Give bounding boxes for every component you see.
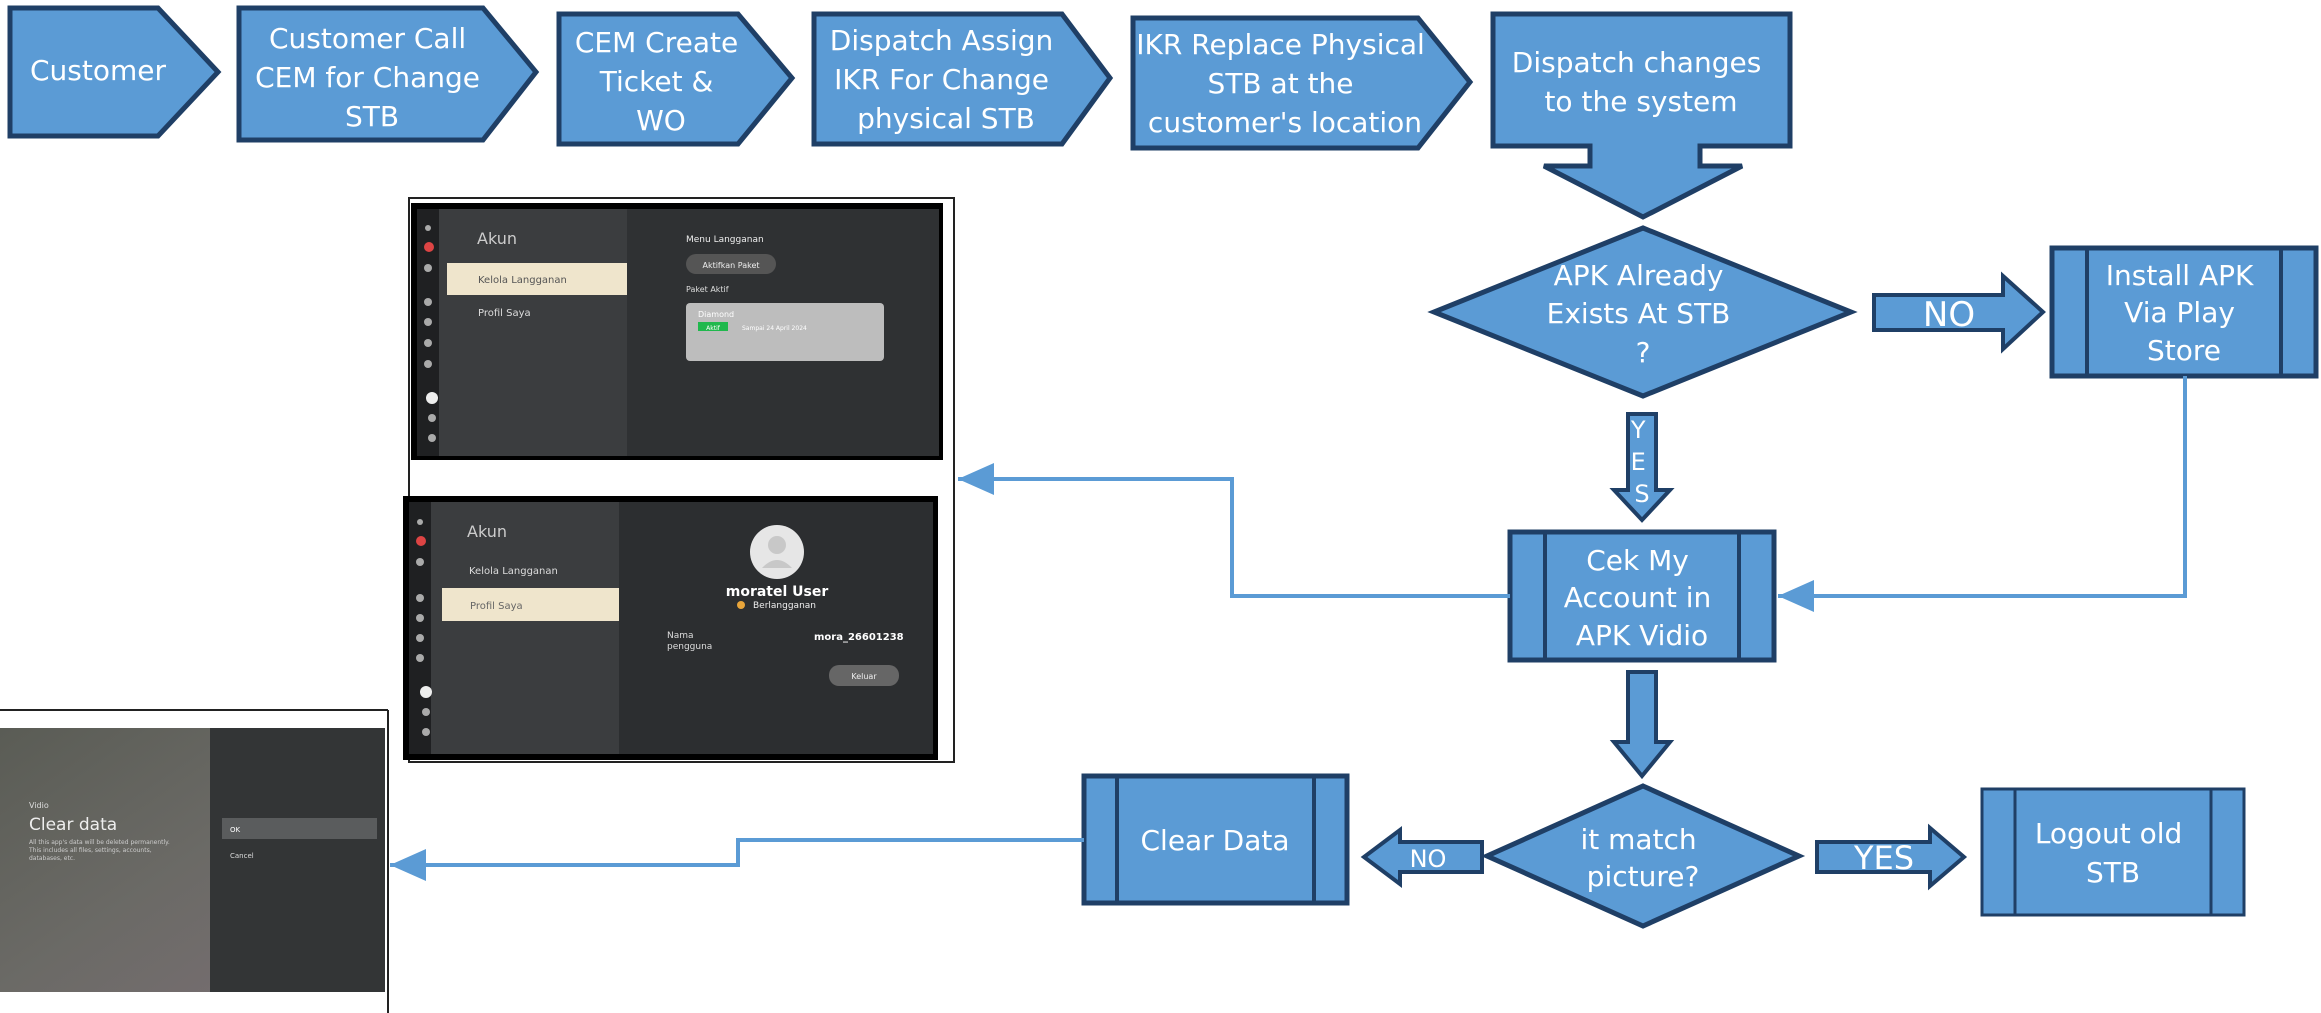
- svg-text:it match picture?: it match picture?: [1580, 823, 1705, 893]
- svg-text:Menu Langganan: Menu Langganan: [686, 235, 764, 245]
- svg-text:Aktifkan Paket: Aktifkan Paket: [702, 261, 759, 270]
- process-step-customer-call: Customer Call CEM for Change STB: [236, 5, 540, 143]
- svg-text:Kelola Langganan: Kelola Langganan: [469, 566, 558, 577]
- decision-match-picture: it match picture?: [1480, 783, 1806, 929]
- svg-text:Cek My Account in: Cek My Account in APK Vidio: [1564, 544, 1720, 652]
- svg-text:Kelola Langganan: Kelola Langganan: [478, 275, 567, 286]
- svg-text:Berlangganan: Berlangganan: [753, 601, 816, 611]
- process-logout-old-stb: Logout old STB: [1980, 787, 2246, 917]
- decision-apk-exists: APK Already Exists At STB ?: [1427, 225, 1858, 399]
- screenshot-clear-data: Vidio Clear data All this app's data wil…: [0, 709, 389, 1013]
- connector-account-to-screens: [958, 463, 1510, 598]
- process-install-apk: Install APK Via Play Store: [2049, 245, 2319, 379]
- svg-text:Aktif: Aktif: [706, 325, 721, 332]
- svg-text:APK Already Exists At ST: APK Already Exists At STB ?: [1547, 259, 1740, 369]
- svg-text:moratel User: moratel User: [726, 584, 829, 600]
- svg-text:Clear data: Clear data: [29, 815, 117, 835]
- svg-text:OK: OK: [230, 826, 241, 834]
- svg-text:Profil Saya: Profil Saya: [478, 308, 531, 319]
- svg-text:Akun: Akun: [477, 229, 517, 248]
- process-step-ikr-replace: IKR Replace Physical STB at the customer…: [1130, 15, 1474, 151]
- process-clear-data: Clear Data: [1081, 773, 1350, 906]
- svg-text:Cancel: Cancel: [230, 852, 254, 860]
- process-step-cem-create-ticket: CEM Create Ticket & WO: [556, 11, 796, 147]
- svg-text:Nama: Nama: [667, 631, 694, 641]
- svg-text:Keluar: Keluar: [851, 672, 877, 681]
- screenshots-frame: [408, 197, 955, 763]
- svg-text:databases, etc.: databases, etc.: [29, 855, 75, 862]
- svg-text:CEM Create Ticket &: CEM Create Ticket & WO: [575, 26, 747, 137]
- svg-text:Logout old STB: Logout old STB: [2035, 817, 2191, 889]
- process-step-dispatch-assign: Dispatch Assign IKR For Change physical …: [811, 11, 1114, 147]
- svg-text:Dispatch changes to the: Dispatch changes to the system: [1512, 46, 1770, 118]
- connector-install-to-account: [1778, 376, 2187, 612]
- svg-text:Diamond: Diamond: [698, 310, 734, 319]
- svg-text:Sampai 24 April 2024: Sampai 24 April 2024: [742, 325, 807, 332]
- svg-text:Customer Call CEM for Ch: Customer Call CEM for Change STB: [255, 22, 489, 133]
- arrow-yes-logout: YES: [1815, 823, 1968, 891]
- arrow-account-to-match: [1609, 670, 1675, 780]
- svg-text:Profil Saya: Profil Saya: [470, 601, 523, 612]
- svg-text:pengguna: pengguna: [667, 642, 712, 652]
- svg-text:Paket Aktif: Paket Aktif: [686, 285, 729, 294]
- connector-clear-to-screen: [390, 838, 1084, 881]
- process-step-dispatch-changes: Dispatch changes to the system: [1490, 11, 1793, 220]
- svg-text:Dispatch Assign IKR For: Dispatch Assign IKR For Change physical …: [830, 24, 1062, 135]
- svg-text:NO: NO: [1410, 845, 1447, 873]
- svg-text:This includes all files, setti: This includes all files, settings, accou…: [28, 847, 152, 854]
- svg-text:All this app's data will be de: All this app's data will be deleted perm…: [29, 839, 170, 846]
- arrow-no-install: NO: [1872, 271, 2046, 354]
- svg-text:mora_26601238: mora_26601238: [814, 632, 904, 643]
- process-cek-account: Cek My Account in APK Vidio: [1507, 529, 1777, 663]
- svg-text:Clear Data: Clear Data: [1141, 824, 1290, 857]
- svg-text:Install APK Via Play: Install APK Via Play Store: [2106, 259, 2263, 367]
- svg-text:Y E S: Y E S: [1630, 416, 1654, 508]
- svg-text:Customer: Customer: [30, 54, 166, 87]
- svg-text:NO: NO: [1923, 295, 1975, 335]
- svg-text:YES: YES: [1853, 839, 1914, 877]
- screenshot-profile: Akun Kelola Langganan Profil Saya morate…: [403, 496, 938, 760]
- svg-text:IKR Replace Physical STB: IKR Replace Physical STB at the customer…: [1136, 28, 1433, 139]
- arrow-yes-down: Y E S: [1609, 412, 1675, 523]
- svg-text:Akun: Akun: [467, 522, 507, 541]
- svg-text:Vidio: Vidio: [29, 801, 49, 810]
- arrow-no-clear: NO: [1360, 826, 1484, 888]
- process-step-customer: Customer: [7, 5, 222, 139]
- screenshot-subscription: Akun Kelola Langganan Profil Saya Menu L…: [411, 203, 943, 460]
